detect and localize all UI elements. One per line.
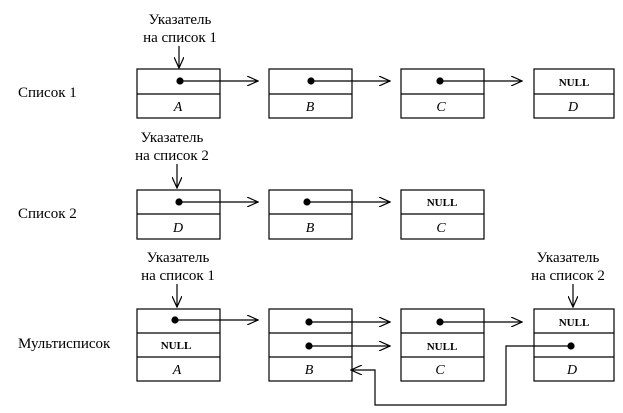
svg-text:Указатель: Указатель <box>149 12 212 28</box>
svg-text:Указатель: Указатель <box>537 250 600 266</box>
multilist-arrow-d-b-loop <box>351 345 571 406</box>
svg-text:B: B <box>306 221 315 236</box>
svg-text:на список 1: на список 1 <box>143 30 217 46</box>
svg-text:A: A <box>172 363 182 378</box>
list1-node-b: B <box>268 68 353 119</box>
multilist-node-c: NULL C <box>400 308 485 382</box>
svg-text:NULL: NULL <box>161 340 192 352</box>
pointer-label-list2: Указатель на список 2 <box>135 130 209 164</box>
svg-text:D: D <box>567 100 578 115</box>
svg-text:NULL: NULL <box>559 77 590 89</box>
list1-node-c: C <box>400 68 485 119</box>
svg-text:C: C <box>436 221 446 236</box>
list2-node-d: D <box>136 189 221 240</box>
multilist-node-a: NULL A <box>136 308 221 382</box>
svg-text:D: D <box>566 363 577 378</box>
svg-text:NULL: NULL <box>427 197 458 209</box>
section-label-multilist: Мультисписок <box>18 336 111 352</box>
pointer-label-multilist-list2: Указатель на список 2 <box>531 250 605 284</box>
svg-text:NULL: NULL <box>427 341 458 353</box>
section-label-list1: Список 1 <box>18 85 77 101</box>
svg-text:на список 2: на список 2 <box>135 148 209 164</box>
pointer-label-multilist-list1: Указатель на список 1 <box>141 250 215 284</box>
svg-text:C: C <box>436 100 446 115</box>
svg-text:на список 1: на список 1 <box>141 268 215 284</box>
section-label-list2: Список 2 <box>18 206 77 222</box>
list2-node-b: B <box>268 189 353 240</box>
svg-text:Указатель: Указатель <box>141 130 204 146</box>
svg-text:NULL: NULL <box>559 317 590 329</box>
list1-node-d: NULL D <box>533 68 615 119</box>
svg-text:на список 2: на список 2 <box>531 268 605 284</box>
svg-text:B: B <box>305 363 314 378</box>
list1-node-a: A <box>136 68 221 119</box>
pointer-label-list1: Указатель на список 1 <box>143 12 217 46</box>
svg-text:C: C <box>435 363 445 378</box>
svg-text:B: B <box>306 100 315 115</box>
multilist-node-b: B <box>268 308 353 382</box>
multilist-node-d: NULL D <box>533 308 615 382</box>
list2-node-c: NULL C <box>400 189 485 240</box>
svg-text:Указатель: Указатель <box>147 250 210 266</box>
svg-text:D: D <box>172 221 183 236</box>
svg-text:A: A <box>173 100 183 115</box>
